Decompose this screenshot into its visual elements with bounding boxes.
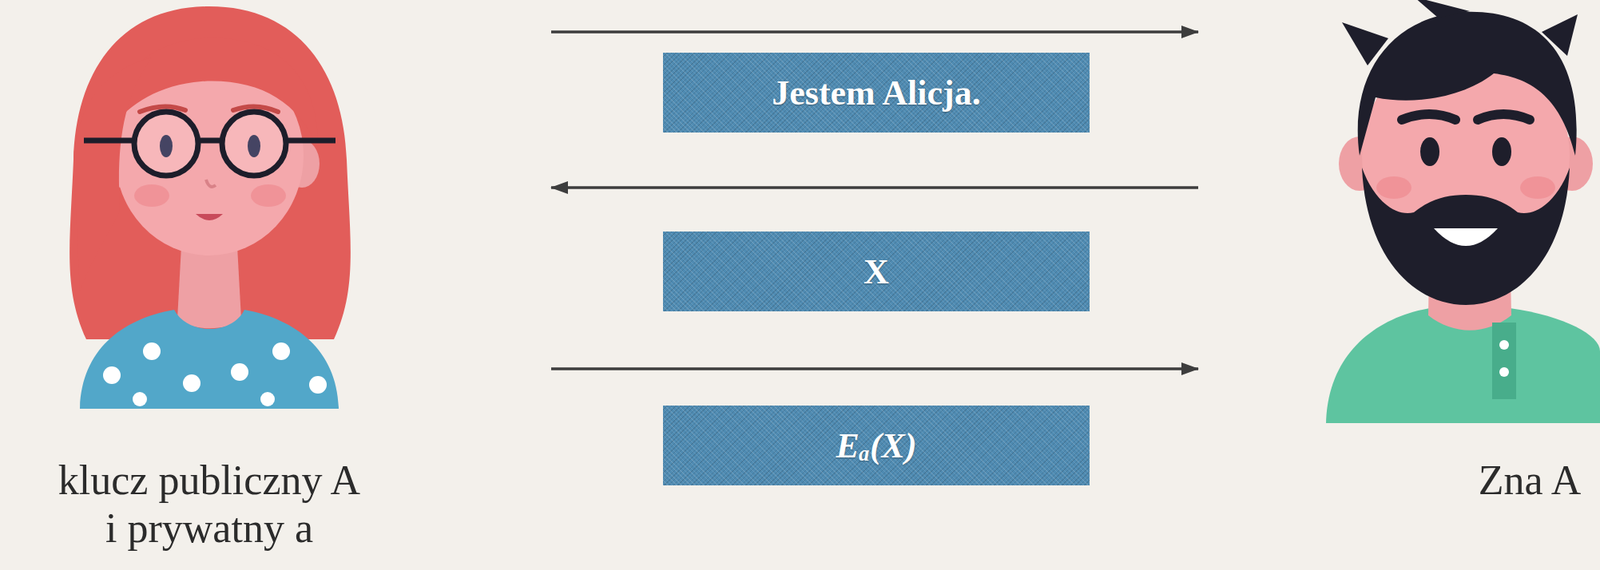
person-node: klucz publiczny A i prywatny a <box>0 0 552 570</box>
alice-figure-shape <box>79 309 339 409</box>
bob-figure-shape <box>1492 137 1512 167</box>
bob-figure-shape <box>1477 114 1530 120</box>
message-arrow <box>551 367 1199 371</box>
message-box: Eₐ(X) <box>663 405 1090 486</box>
bob-figure <box>1326 0 1600 424</box>
message-box: X <box>663 231 1090 312</box>
alice-figure <box>69 6 351 409</box>
message-arrow <box>551 30 1199 34</box>
alice-figure-shape <box>247 134 261 158</box>
bob-figure-shape <box>1401 114 1456 120</box>
message-box: Jestem Alicja. <box>663 52 1090 133</box>
bob-figure-shape <box>1499 340 1509 350</box>
bob-figure-shape <box>1413 0 1470 18</box>
message-arrow <box>551 186 1199 190</box>
alice-figure-shape <box>103 366 121 385</box>
alice-figure-shape <box>73 57 152 292</box>
bob-figure-shape <box>1492 322 1517 400</box>
person-node: Zna A <box>1198 0 1600 570</box>
alice-figure-shape <box>272 342 290 361</box>
message-text: Eₐ(X) <box>835 425 917 467</box>
alice-figure-shape <box>134 111 199 176</box>
alice-figure-shape <box>260 392 275 407</box>
alice-figure-shape <box>69 6 351 340</box>
message-text: X <box>863 251 890 293</box>
bob-figure-shape <box>1541 14 1578 56</box>
bob-figure-shape <box>1520 176 1556 199</box>
alice-figure-shape <box>309 376 327 394</box>
bob-figure-shape <box>1361 167 1570 306</box>
alice-figure-shape <box>134 184 170 207</box>
alice-figure-shape <box>182 374 201 393</box>
person-caption: Zna A <box>1476 456 1584 505</box>
alice-figure-shape <box>159 134 173 158</box>
alice-figure-shape <box>195 214 223 221</box>
alice-figure-shape <box>250 184 286 207</box>
alice-figure-shape <box>222 111 286 176</box>
alice-figure-shape <box>206 179 216 187</box>
message-text: Jestem Alicja. <box>771 72 981 114</box>
bob-figure-shape <box>1433 228 1498 247</box>
person-caption: klucz publiczny A i prywatny a <box>53 456 366 553</box>
alice-figure-shape <box>83 138 336 144</box>
alice-figure-shape <box>142 342 161 361</box>
bob-figure-shape <box>1341 22 1389 66</box>
alice-figure-shape <box>132 392 147 407</box>
bob-figure-shape <box>1420 137 1440 167</box>
alice-figure-shape <box>230 363 249 382</box>
bob-figure-shape <box>1499 367 1509 378</box>
bob-figure-shape <box>1376 176 1412 199</box>
